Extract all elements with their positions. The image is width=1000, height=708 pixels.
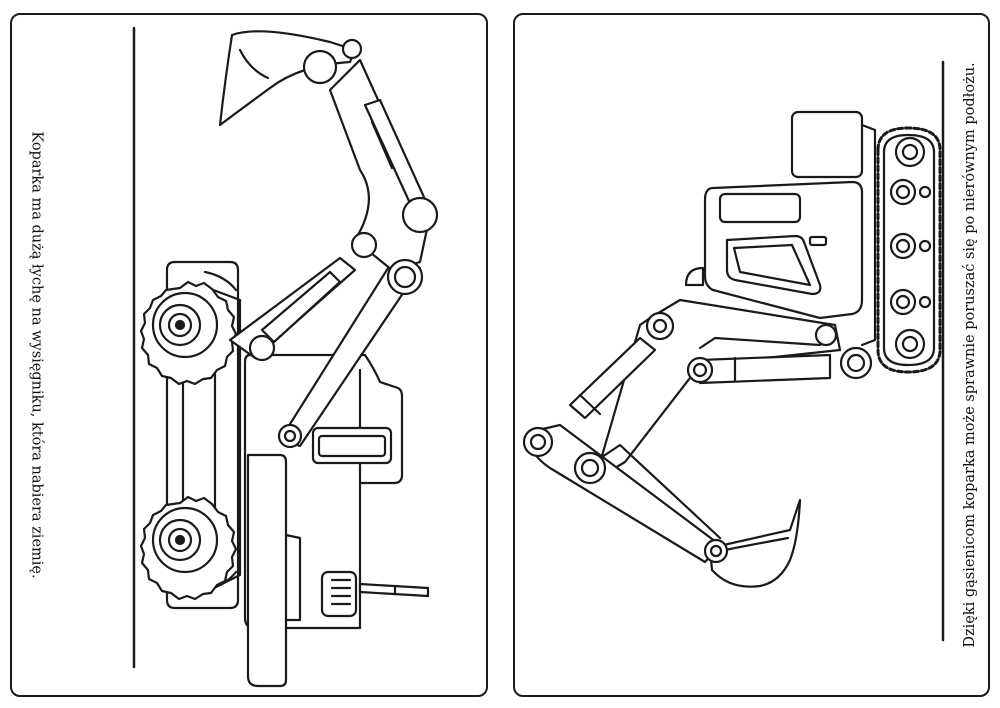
main-boom [595, 300, 840, 480]
tracked-excavator-illustration [524, 62, 943, 640]
crawler-track [878, 128, 940, 372]
arm [330, 60, 430, 270]
engine-housing [792, 112, 862, 177]
arm-cylinder [700, 355, 830, 383]
cab-top-window [720, 194, 800, 222]
cab-side-window [727, 236, 820, 294]
counterweight [248, 455, 286, 686]
wheeled-excavator-illustration [134, 28, 437, 686]
bucket [220, 31, 355, 125]
wheel-bottom [141, 497, 236, 599]
beacon-light [686, 268, 703, 285]
wheel-top [141, 282, 236, 384]
boom-cylinder [570, 338, 655, 418]
